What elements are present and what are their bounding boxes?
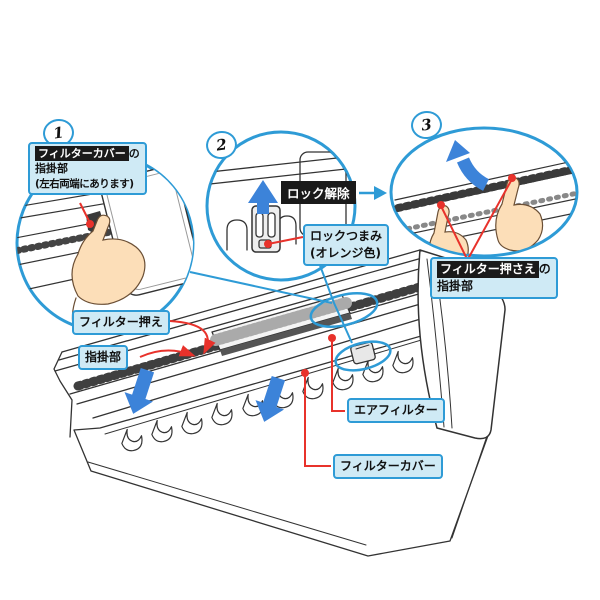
finger-grip-label: 指掛部 <box>78 345 129 370</box>
filter-holder-grip-label: フィルター押さえの 指掛部 <box>430 257 558 299</box>
highlight-ellipse-filter-holder <box>309 292 379 328</box>
hand-illustration <box>71 214 146 305</box>
leader-lines <box>189 259 353 344</box>
right-finger-illustration <box>495 177 544 252</box>
step-2-number: 2 <box>215 135 228 155</box>
filter-cover-chip: フィルターカバー <box>35 146 129 162</box>
curved-arrow-icon <box>446 140 490 191</box>
lock-knob-label: ロックつまみ (オレンジ色) <box>303 224 390 266</box>
step-connector-arrow-icon <box>359 186 387 200</box>
circle-1-content <box>17 166 193 331</box>
up-arrow-icon <box>248 180 278 214</box>
step-1-number: 1 <box>52 123 65 143</box>
filter-holder-chip: フィルター押さえ <box>437 261 539 278</box>
filter-holder-label: フィルター押え <box>72 310 170 335</box>
step-3-number: 3 <box>420 115 433 135</box>
red-pointers <box>79 174 516 467</box>
highlight-ellipse-lock <box>334 340 392 372</box>
lock-release-label: ロック解除 <box>281 181 356 204</box>
filter-cover-label: フィルターカバー <box>333 454 443 479</box>
air-filter-label: エアフィルター <box>347 398 445 423</box>
filter-cover-grip-label: フィルターカバーの 指掛部 (左右両端にあります) <box>28 142 147 196</box>
